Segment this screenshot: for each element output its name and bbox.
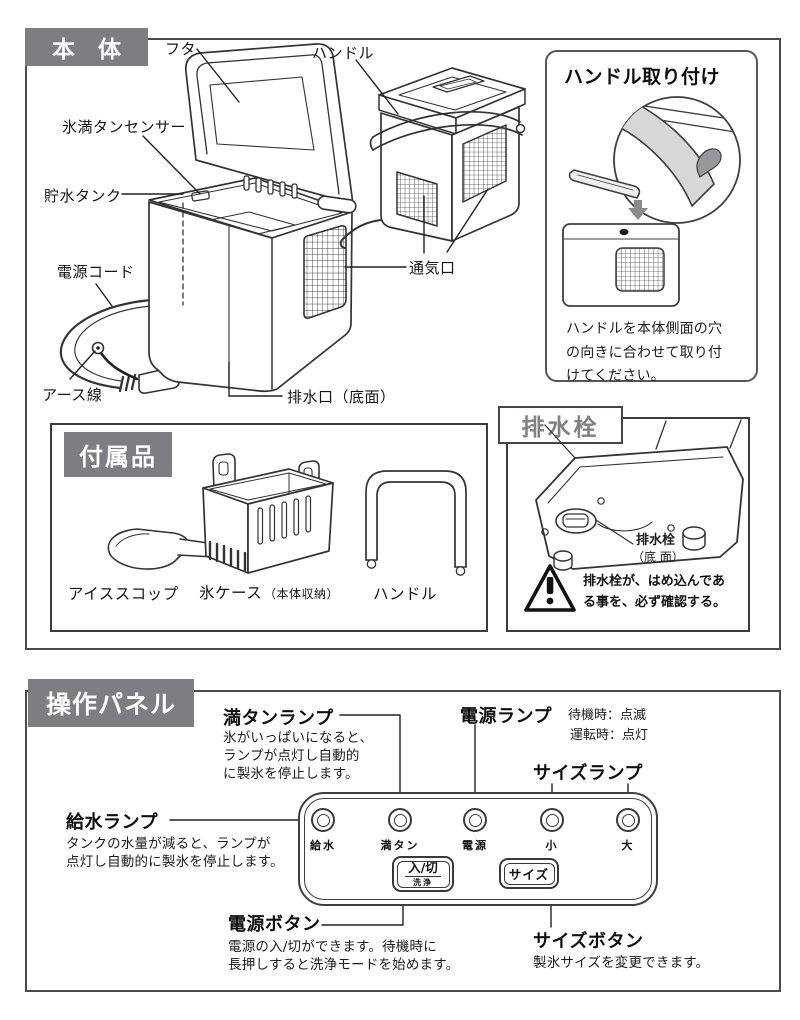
handle-attach-title: ハンドル取り付け [564,66,721,88]
power-lamp-title: 電源ランプ [460,706,552,727]
size-button-desc: 製氷サイズを変更できます。 [533,955,710,971]
callout-earth-wire: アース線 [42,386,103,404]
onoff-button-bottom-label: 洗浄 [413,878,433,887]
size-small-lamp-label: 小 [545,839,559,852]
handle-attach-caption: ハンドルを本体側面の穴 の向きに合わせて取り付 けてください。 [566,321,723,384]
full-lamp-title: 満タンランプ [223,708,334,729]
size-button-illustration: サイズ [499,858,559,889]
full-lamp-indicator [388,808,412,832]
accessories-box [50,423,488,632]
size-button-label: サイズ [508,867,550,882]
onoff-button-divider [404,876,442,877]
callout-lid: フタ [165,40,197,58]
callout-power-cord: 電源コード [57,263,135,281]
callout-vent: 通気口 [409,259,456,277]
size-large-lamp-label: 大 [621,839,635,852]
size-small-lamp-indicator [540,808,564,832]
callout-handle: ハンドル [312,44,375,62]
size-lamp-title: サイズランプ [533,763,643,784]
drain-part-sub: （底 面） [632,550,684,564]
power-lamp-standby: 待機時：点滅 [568,708,647,723]
power-button-desc: 電源の入/切ができます。待機時に 長押しすると洗浄モードを始めます。 [228,939,460,973]
drain-title: 排水栓 [521,415,600,441]
panel-section-title: 操作パネル [45,690,176,719]
size-button-title: サイズボタン [533,931,644,952]
onoff-button-top-label: 入/切 [408,860,438,875]
water-lamp-title: 給水ランプ [66,812,158,833]
water-lamp-label: 給水 [310,839,336,852]
handle-attach-box [545,50,758,382]
drain-part-label: 排水栓 [636,533,676,548]
water-lamp-desc: タンクの水量が減ると、ランプが 点灯し自動的に製氷を停止します。 [66,836,284,870]
callout-water-tank: 貯水タンク [44,187,122,205]
accessory-case-label: 氷ケース [199,584,263,602]
callout-ice-full-sensor: 氷満タンセンサー [62,118,187,136]
power-lamp-label: 電源 [462,839,488,852]
accessories-title: 付属品 [79,443,157,471]
body-section-title: 本 体 [52,37,121,63]
size-large-lamp-indicator [616,808,640,832]
accessories-header: 付属品 [64,432,172,477]
power-lamp-running: 運転時：点灯 [570,728,649,743]
full-lamp-label: 満タン [380,839,420,852]
callout-drain-outlet: 排水口（底面） [287,388,396,406]
water-lamp-indicator [311,808,335,832]
power-button-title: 電源ボタン [228,914,321,935]
control-panel-inner-border [304,798,652,900]
accessory-case-note: （本体収納） [264,587,340,601]
accessory-scoop-label: アイススコップ [68,585,179,603]
drain-box [506,417,750,632]
panel-section-header: 操作パネル [28,679,194,727]
drain-warning-text: 排水栓が、はめ込んであ る事を、必ず確認する。 [583,574,727,610]
body-section-box [25,38,781,650]
power-lamp-indicator [463,808,487,832]
accessory-handle-label: ハンドル [373,585,438,603]
body-section-header: 本 体 [25,28,148,66]
panel-section-box [25,690,781,992]
full-lamp-desc: 氷がいっぱいになると、 ランプが点灯し自動的 に製氷を停止します。 [223,730,374,782]
onoff-button-illustration: 入/切 洗浄 [392,856,454,892]
drain-title-box: 排水栓 [498,406,623,444]
